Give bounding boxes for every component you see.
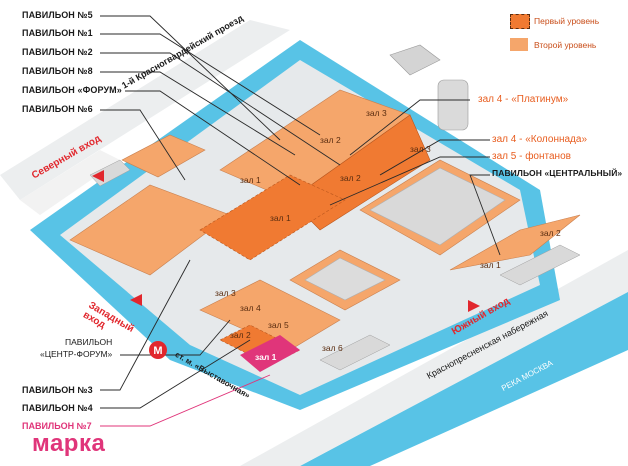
west-arrow [130, 294, 142, 306]
hall-label: зал 6 [322, 343, 343, 353]
north-road [0, 20, 290, 200]
label-pavilion-7: ПАВИЛЬОН №7 [22, 421, 92, 431]
pavilion-5-building [121, 134, 206, 178]
hall-label: зал 1 [270, 213, 291, 223]
legend-swatch-level2 [510, 38, 528, 51]
legend-swatch-level1 [510, 14, 530, 29]
legend-level1: Первый уровень [534, 16, 600, 26]
leader-lines [100, 15, 501, 409]
label-pavilion-1: ПАВИЛЬОН №1 [22, 28, 93, 38]
hall-label: зал 2 [320, 135, 341, 145]
platinum-tower [437, 79, 469, 131]
hall-label: зал 1 [240, 175, 261, 185]
hall-label: зал 3 [410, 144, 431, 154]
pavilion-7-leader [100, 374, 271, 427]
pavilion-central-halls [449, 214, 581, 271]
label-pavilion-forum: ПАВИЛЬОН «ФОРУМ» [22, 85, 122, 95]
south-arrow [468, 300, 480, 312]
label-pavilion-4: ПАВИЛЬОН №4 [22, 403, 93, 413]
hall-label: зал 2 [540, 228, 561, 238]
svg-text:M: M [153, 345, 162, 357]
brand-logo: марка [32, 430, 106, 457]
label-center-forum: ПАВИЛЬОН «ЦЕНТР-ФОРУМ» [40, 337, 113, 359]
hall-label: зал 1 [480, 260, 501, 270]
label-pavilion-2: ПАВИЛЬОН №2 [22, 47, 93, 57]
label-pavilion-5: ПАВИЛЬОН №5 [22, 10, 93, 20]
label-central-pavilion: ПАВИЛЬОН «ЦЕНТРАЛЬНЫЙ» [492, 168, 623, 178]
hall-label: зал 3 [215, 288, 236, 298]
label-pavilion-6: ПАВИЛЬОН №6 [22, 104, 93, 114]
label-pavilion-3: ПАВИЛЬОН №3 [22, 385, 93, 395]
north-arrow [92, 170, 104, 182]
hall-label: зал 5 [268, 320, 289, 330]
hall-label: зал 3 [366, 108, 387, 118]
pavilion-7-hall [240, 335, 300, 372]
metro-icon [149, 341, 167, 359]
label-platinum: зал 4 - «Платинум» [478, 94, 569, 105]
legend-level2: Второй уровень [534, 40, 597, 50]
label-colonnade: зал 4 - «Колоннада» [492, 134, 588, 145]
forum-block [199, 174, 346, 261]
hall-label: зал 4 [240, 303, 261, 313]
hall-label: зал 2 [230, 330, 251, 340]
label-pavilion-8: ПАВИЛЬОН №8 [22, 66, 93, 76]
hall-label: зал 2 [340, 173, 361, 183]
label-fountains: зал 5 - фонтанов [492, 151, 571, 162]
hall-label: зал 1 [255, 352, 277, 362]
